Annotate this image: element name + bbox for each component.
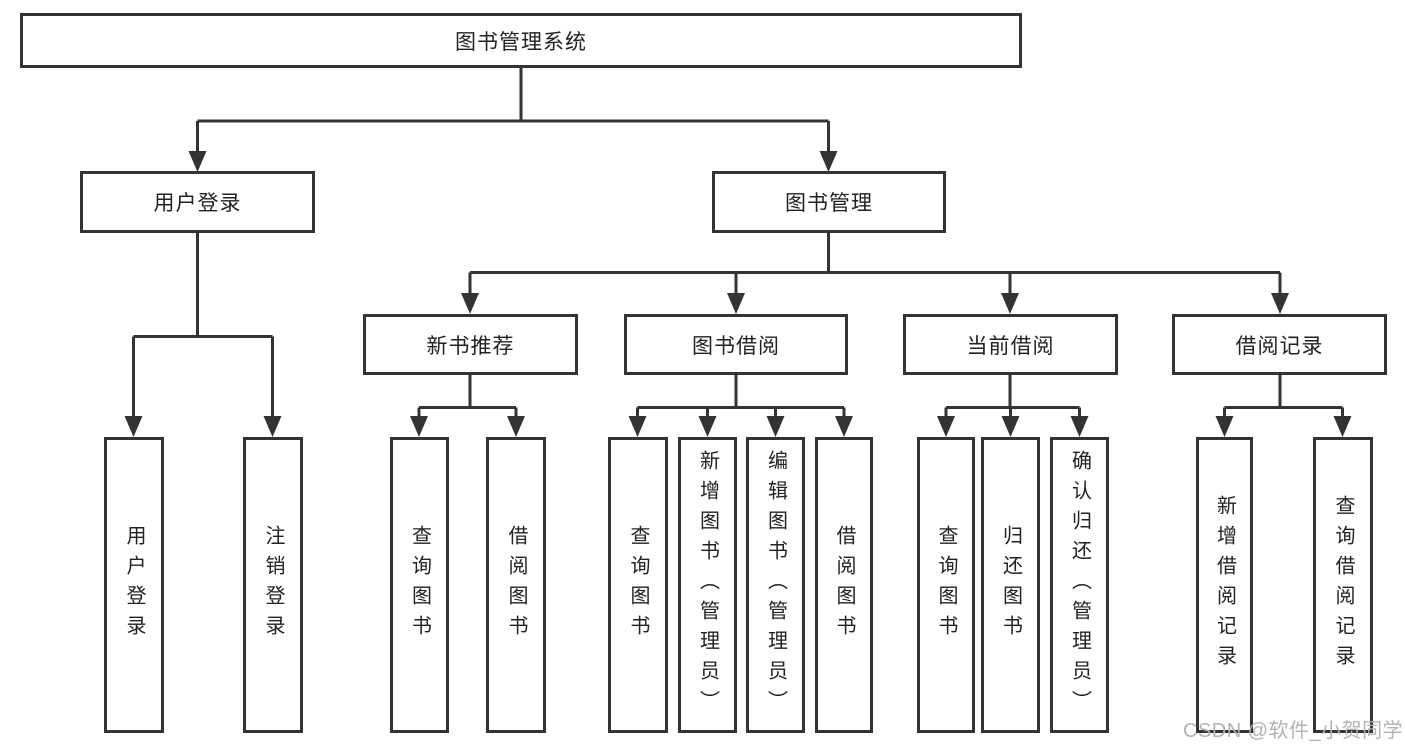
arrow-down-icon (263, 416, 282, 437)
csdn-watermark: CSDN @软件_小贺同学 (1183, 720, 1404, 742)
leaf-query-borrow-record: 查询借阅记录 (1313, 437, 1373, 733)
leaf-logout: 注销登录 (243, 437, 303, 733)
leaf-confirm-return-admin: 确认归还（管理员） (1050, 437, 1109, 733)
node-user-login: 用户登录 (80, 171, 315, 233)
arrow-down-icon (1001, 293, 1019, 314)
connector-current-borrowing-to-leaves (937, 375, 1089, 437)
connector-new-book-recommend-to-leaves (410, 375, 525, 437)
connector-book-management-to-level3 (461, 233, 1289, 314)
leaf-add-books-admin: 新增图书（管理员） (678, 437, 737, 733)
node-new-book-recommend: 新书推荐 (363, 314, 578, 375)
node-book-management: 图书管理 (712, 171, 946, 233)
node-current-borrowing: 当前借阅 (903, 314, 1118, 375)
node-book-borrowing: 图书借阅 (624, 314, 848, 375)
node-borrowing-records: 借阅记录 (1172, 314, 1387, 375)
connector-user-login-to-leaves (124, 233, 282, 437)
leaf-return-books: 归还图书 (981, 437, 1040, 733)
arrow-down-icon (628, 416, 647, 437)
arrow-down-icon (1271, 293, 1289, 314)
arrow-down-icon (698, 416, 717, 437)
arrow-down-icon (819, 151, 838, 172)
leaf-query-books-current: 查询图书 (917, 437, 975, 733)
arrow-down-icon (410, 416, 428, 437)
arrow-down-icon (1333, 416, 1352, 437)
arrow-down-icon (835, 416, 853, 437)
arrow-down-icon (1070, 416, 1089, 437)
leaf-query-books-borrowing: 查询图书 (608, 437, 668, 733)
leaf-add-borrow-record: 新增借阅记录 (1196, 437, 1253, 733)
connector-book-borrowing-to-leaves (628, 375, 853, 437)
arrow-down-icon (1215, 416, 1234, 437)
arrow-down-icon (1001, 416, 1020, 437)
leaf-edit-books-admin: 编辑图书（管理员） (746, 437, 805, 733)
leaf-user-login: 用户登录 (104, 437, 164, 733)
leaf-borrow-books-borrowing: 借阅图书 (815, 437, 873, 733)
connector-root-to-level2 (188, 68, 838, 172)
arrow-down-icon (727, 293, 745, 314)
arrow-down-icon (507, 416, 525, 437)
arrow-down-icon (124, 416, 143, 437)
arrow-down-icon (937, 416, 955, 437)
connector-borrowing-records-to-leaves (1215, 375, 1352, 437)
arrow-down-icon (766, 416, 785, 437)
leaf-borrow-books-recommend: 借阅图书 (486, 437, 546, 733)
arrow-down-icon (188, 151, 207, 172)
leaf-query-books-recommend: 查询图书 (390, 437, 449, 733)
node-library-management-system: 图书管理系统 (20, 13, 1022, 68)
arrow-down-icon (461, 293, 479, 314)
